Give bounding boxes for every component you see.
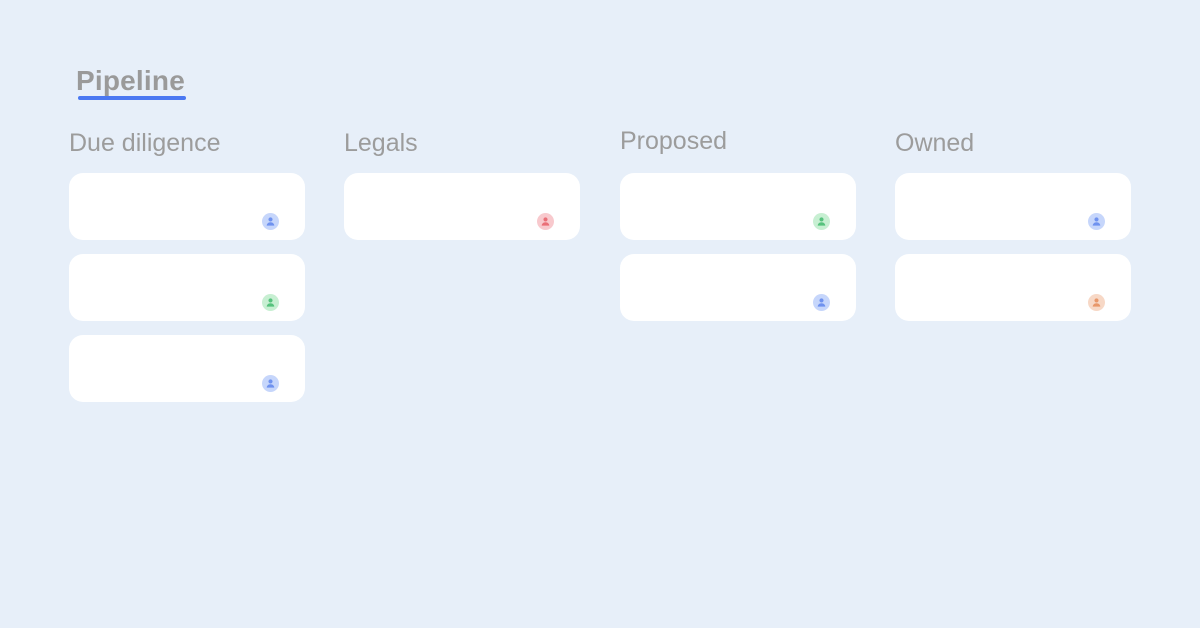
card[interactable]	[620, 254, 856, 321]
column-title: Proposed	[620, 127, 728, 155]
avatar	[1088, 213, 1105, 230]
user-icon	[266, 379, 275, 388]
avatar	[262, 294, 279, 311]
card[interactable]	[895, 173, 1131, 240]
user-icon	[541, 217, 550, 226]
user-icon	[1092, 298, 1101, 307]
avatar	[537, 213, 554, 230]
avatar	[1088, 294, 1105, 311]
column-title: Owned	[895, 129, 975, 157]
card[interactable]	[344, 173, 580, 240]
avatar	[262, 213, 279, 230]
user-icon	[266, 217, 275, 226]
title-underline	[78, 96, 186, 100]
column-title: Legals	[344, 129, 418, 157]
card[interactable]	[69, 254, 305, 321]
user-icon	[266, 298, 275, 307]
user-icon	[817, 298, 826, 307]
card[interactable]	[69, 173, 305, 240]
avatar	[813, 213, 830, 230]
avatar	[262, 375, 279, 392]
page-title: Pipeline	[76, 65, 185, 96]
avatar	[813, 294, 830, 311]
user-icon	[817, 217, 826, 226]
column-title: Due diligence	[69, 129, 221, 157]
card[interactable]	[69, 335, 305, 402]
card[interactable]	[620, 173, 856, 240]
card[interactable]	[895, 254, 1131, 321]
user-icon	[1092, 217, 1101, 226]
